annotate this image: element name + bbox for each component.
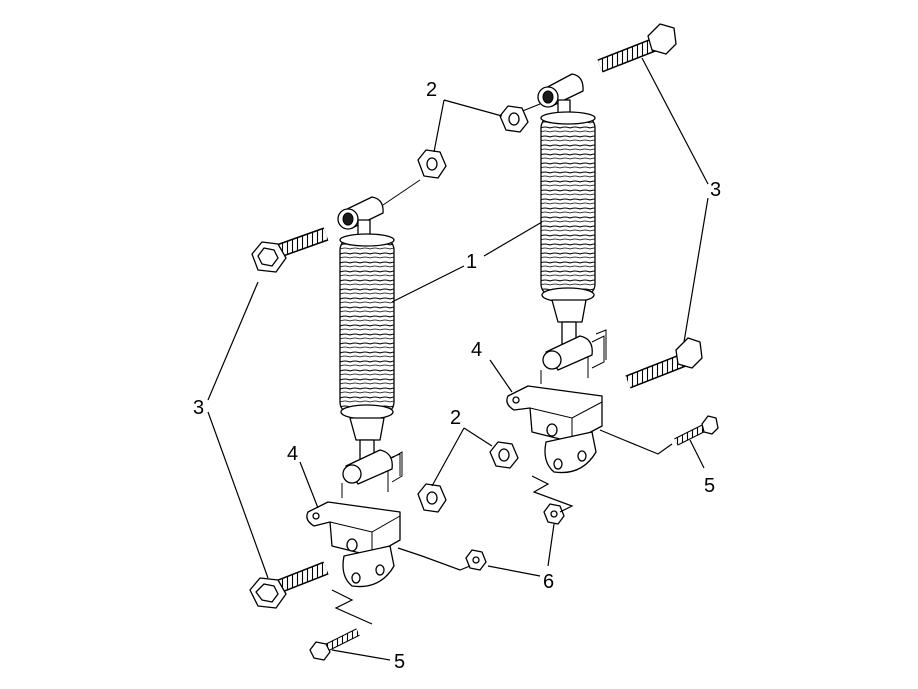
bolt-3-right-top bbox=[597, 23, 677, 73]
callout-3-left: 3 bbox=[193, 397, 204, 419]
callout-4-left: 4 bbox=[287, 443, 298, 465]
assembly-guide-lines bbox=[331, 329, 673, 625]
right-shock-absorber bbox=[519, 73, 605, 384]
left-coil-spring bbox=[339, 233, 395, 420]
right-top-bushing bbox=[519, 73, 584, 113]
callout-labels: 1 2 2 3 3 4 4 5 5 6 bbox=[193, 79, 721, 673]
bolt-5-right bbox=[674, 415, 719, 446]
leader-lines bbox=[207, 57, 709, 661]
bolt-3-left-bottom bbox=[249, 561, 329, 609]
callout-4-right: 4 bbox=[471, 339, 482, 361]
left-shock-absorber bbox=[337, 179, 421, 498]
right-coil-spring bbox=[540, 111, 596, 303]
nut-2-left-mid bbox=[417, 483, 447, 513]
bolt-3-right-bottom bbox=[625, 337, 703, 389]
callout-1: 1 bbox=[466, 251, 477, 273]
left-top-bushing bbox=[337, 179, 421, 230]
callout-2-top: 2 bbox=[426, 79, 437, 101]
left-lower-body bbox=[341, 417, 403, 498]
right-lower-body bbox=[540, 299, 605, 384]
nut-6-right bbox=[543, 503, 565, 525]
callout-5-right: 5 bbox=[704, 475, 715, 497]
nut-2-right-mid bbox=[489, 441, 519, 469]
bolt-5-left bbox=[309, 628, 360, 661]
callout-2-mid: 2 bbox=[450, 407, 461, 429]
callout-3-right: 3 bbox=[710, 179, 721, 201]
nut-2-right-top bbox=[499, 105, 529, 133]
right-mounting-bracket bbox=[506, 385, 603, 474]
left-mounting-bracket bbox=[306, 501, 401, 588]
nut-6-left bbox=[465, 549, 487, 571]
callout-6: 6 bbox=[543, 571, 554, 593]
bolt-3-left-top bbox=[251, 227, 329, 273]
nut-2-left-top bbox=[417, 149, 447, 179]
callout-5-left: 5 bbox=[394, 651, 405, 673]
